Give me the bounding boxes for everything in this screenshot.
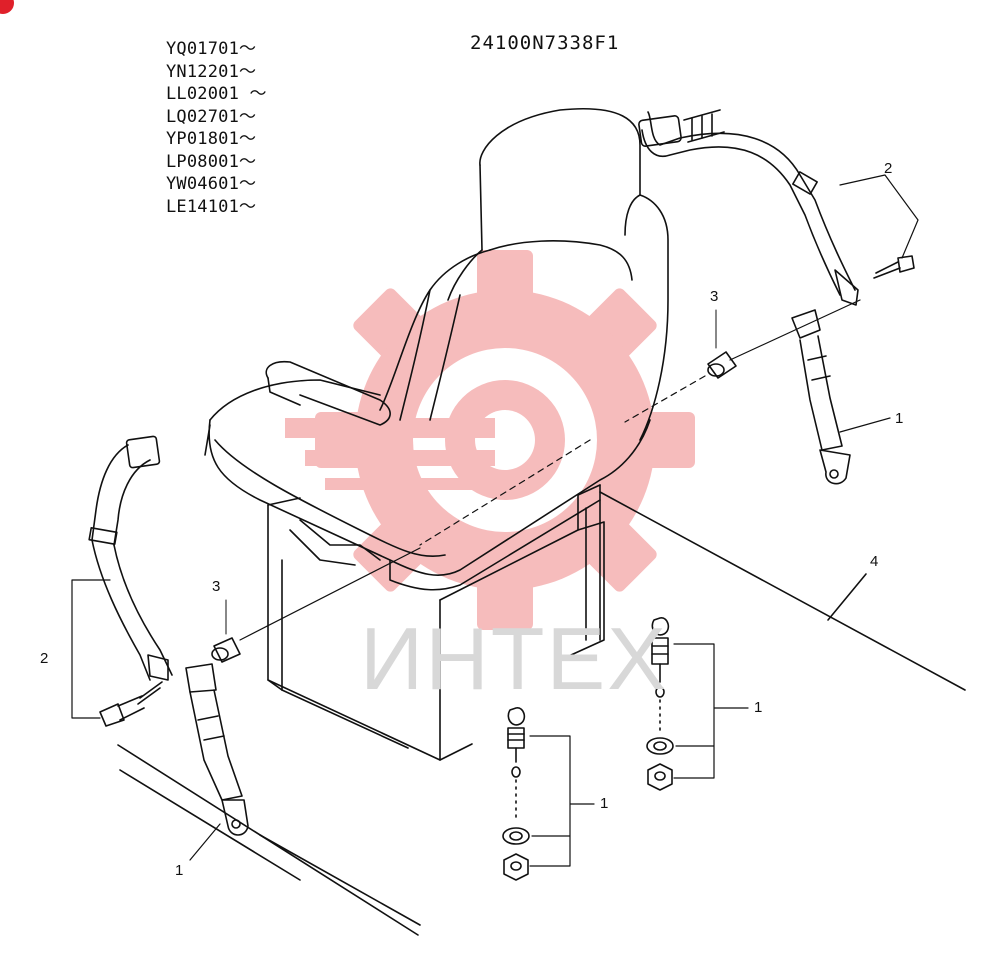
- callout-retractor-right: 2: [884, 160, 893, 177]
- serial-range: LE14101～: [166, 196, 257, 217]
- corner-badge: [0, 0, 14, 14]
- right-bolt-set: [646, 617, 674, 791]
- center-bolt-set: [502, 707, 530, 881]
- callout-collar-left: 3: [212, 578, 221, 595]
- serial-range: YN12201～: [166, 61, 257, 82]
- callout-belt-right: 1: [895, 410, 904, 427]
- serial-range-list: YQ01701～ YN12201～ LL02001 ～ LQ02701～ YP0…: [166, 38, 267, 218]
- drawing-number: 24100N7338F1: [470, 32, 620, 54]
- serial-range: YW04601～: [166, 174, 257, 194]
- callout-bolt-set-center: 1: [600, 795, 609, 812]
- callout-bolt-set-right: 1: [754, 699, 763, 716]
- serial-range: LP08001～: [166, 151, 257, 172]
- right-buckle-belt: [791, 309, 851, 485]
- serial-range: YP01801～: [166, 129, 257, 149]
- leader-4-tick: [827, 573, 867, 621]
- seat-armrest: [265, 360, 391, 426]
- callout-collar-right: 3: [710, 288, 719, 305]
- right-axis-dashed: [624, 375, 706, 423]
- left-retractor: [88, 435, 173, 727]
- serial-range: YQ01701～: [166, 39, 257, 59]
- callout-belt-left: 1: [175, 862, 184, 879]
- callout-retractor-left: 2: [40, 650, 49, 667]
- serial-range: LL02001 ～: [166, 84, 267, 104]
- seat-backrest: [379, 108, 669, 441]
- left-buckle-belt: [185, 663, 249, 836]
- floor-lines: [117, 744, 421, 936]
- left-collar: [211, 637, 241, 663]
- serial-range: LQ02701～: [166, 106, 257, 127]
- right-collar: [707, 351, 737, 379]
- watermark-text: ИНТЕХ: [360, 609, 668, 708]
- leader-line-4: [599, 491, 966, 691]
- seat-cushion: [204, 379, 651, 591]
- callout-seat-leader: 4: [870, 553, 879, 570]
- right-retractor: [638, 109, 915, 306]
- right-axis-line: [729, 299, 861, 361]
